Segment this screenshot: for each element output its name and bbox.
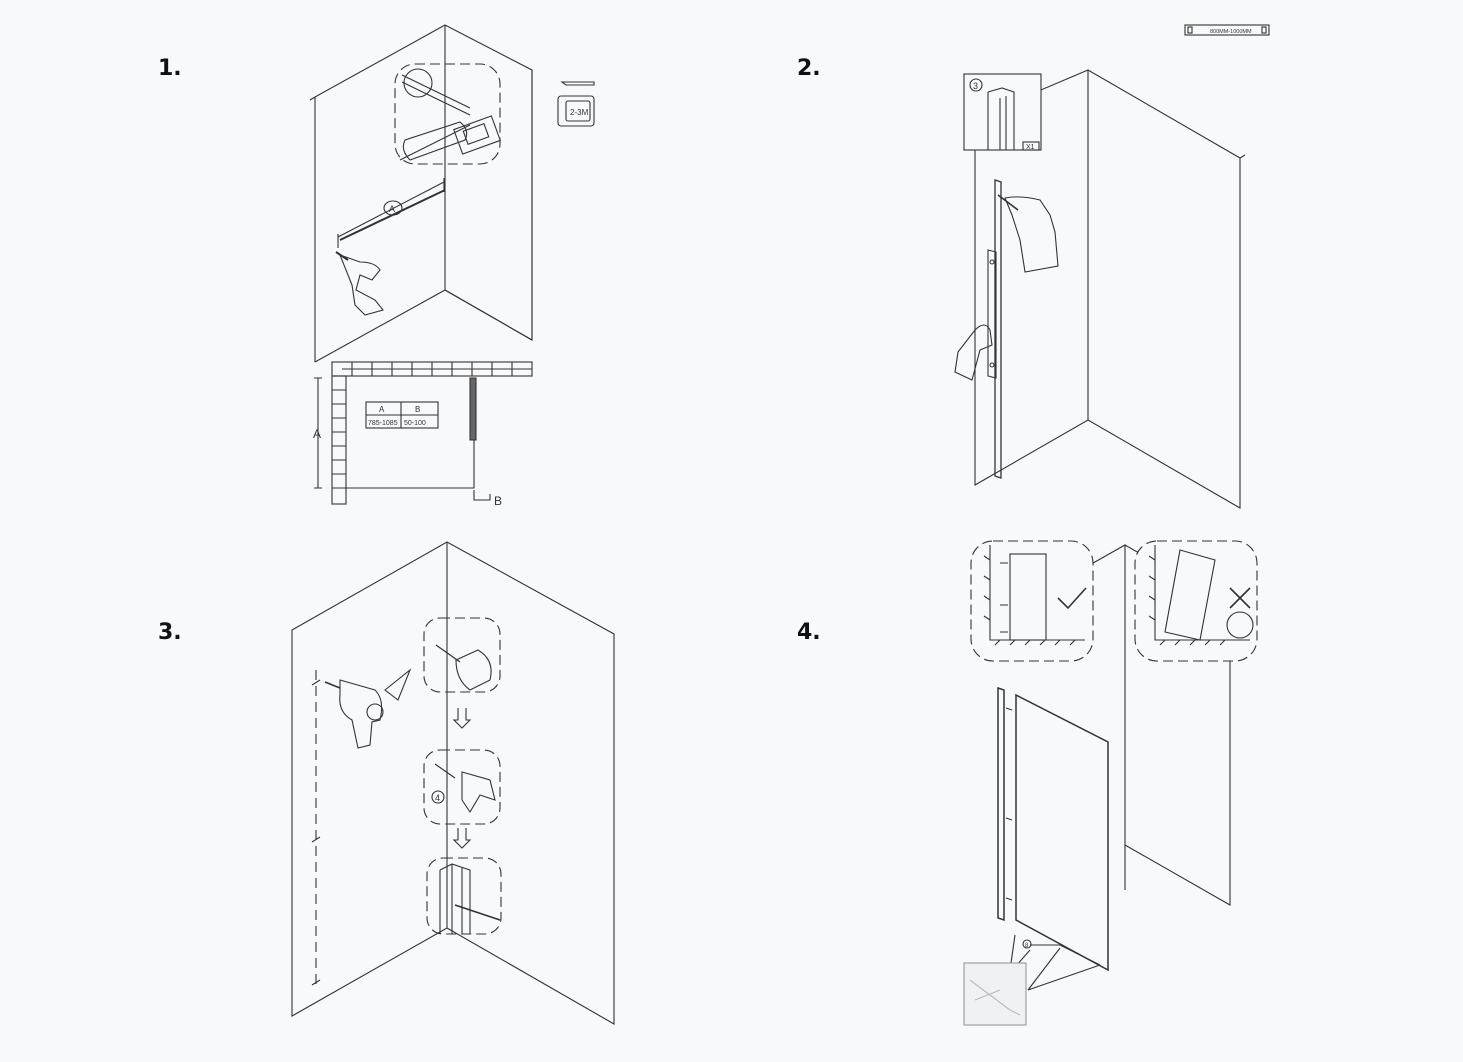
- hand-icon: [339, 254, 384, 316]
- step1-floor-plan: A B A B 785-1085 50-100: [313, 361, 533, 508]
- hand-icon: [954, 324, 993, 381]
- table-value-b: 50-100: [404, 420, 426, 427]
- step-number-2: 2.: [797, 56, 821, 81]
- step2-walls: [974, 69, 1246, 509]
- step-number-1: 1.: [158, 56, 182, 81]
- step3-bubble-2: [423, 749, 501, 825]
- step3-part-number: 4: [435, 793, 440, 803]
- step4-illustration: 8: [963, 540, 1258, 1026]
- step1-walls: [314, 24, 533, 363]
- arrow-down-icon: [452, 708, 472, 729]
- step3-illustration: 4: [291, 541, 615, 1025]
- drill-icon: [324, 668, 412, 749]
- step-number-4: 4.: [797, 620, 821, 645]
- table-header-b: B: [415, 405, 420, 414]
- dim-b-label: B: [494, 494, 502, 508]
- step3-bubble-1: [423, 617, 501, 693]
- svg-text:800MM-1000MM: 800MM-1000MM: [1210, 29, 1252, 35]
- checkmark-icon: [1057, 587, 1087, 610]
- table-value-a: 785-1085: [368, 420, 398, 427]
- step2-part-tag: X1: [1026, 144, 1035, 151]
- step1-callout-letter: A: [389, 204, 395, 214]
- step1-illustration: A 2-3M A B A B 785-10: [309, 24, 595, 508]
- pencil-icon: [560, 81, 595, 86]
- svg-text:2-3M: 2-3M: [570, 108, 589, 117]
- step2-illustration: 800MM-1000MM 3 X1: [954, 24, 1270, 509]
- warning-detail-icon: [1226, 611, 1254, 639]
- step2-detail-inset: [963, 73, 1042, 151]
- step2-part-number: 3: [973, 81, 978, 91]
- cross-icon: [1229, 587, 1251, 609]
- table-header-a: A: [379, 405, 385, 414]
- dim-a-label: A: [313, 427, 321, 441]
- spirit-level-icon: 800MM-1000MM: [1184, 24, 1270, 36]
- step4-detail-photo: [963, 962, 1027, 1026]
- step4-correct-inset: [970, 540, 1094, 662]
- arrow-down-icon: [452, 828, 472, 849]
- tape-measure-icon: 2-3M: [557, 95, 595, 127]
- step4-part-number: 8: [1025, 943, 1029, 949]
- step-number-3: 3.: [158, 620, 182, 645]
- step3-walls: [291, 541, 615, 1025]
- hand-icon: [1004, 196, 1059, 273]
- step1-detail-bubble: [394, 63, 501, 165]
- step3-bubble-3: [426, 857, 502, 935]
